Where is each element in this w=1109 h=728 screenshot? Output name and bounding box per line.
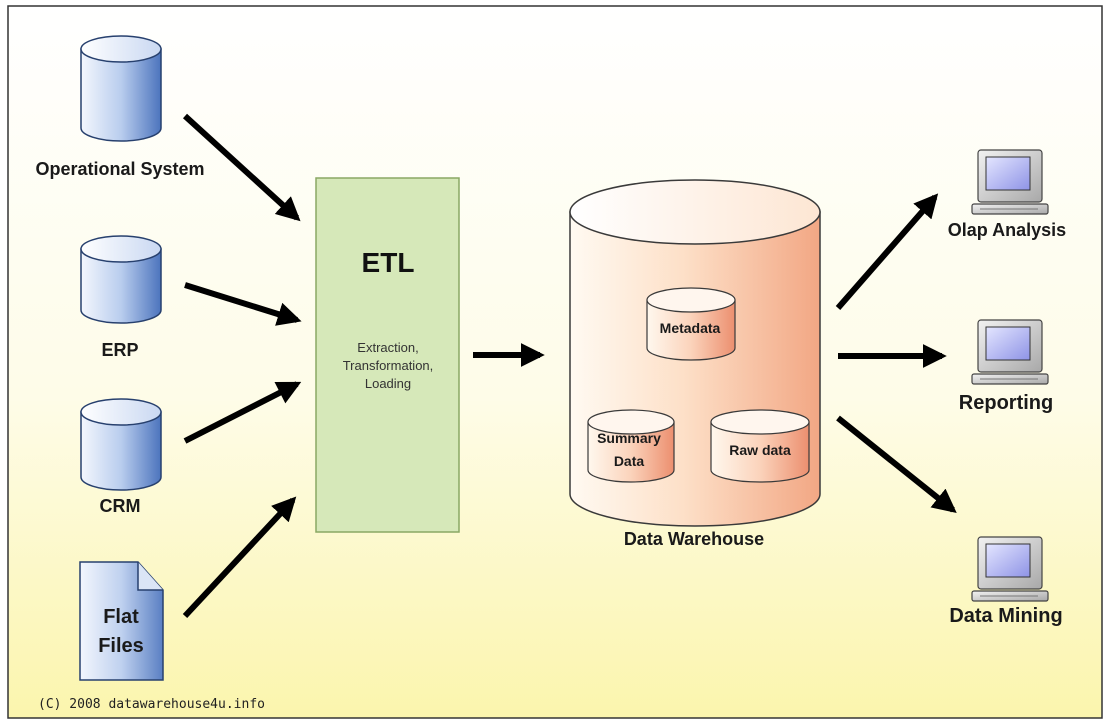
diagram-background xyxy=(7,5,1103,719)
summary-data-label-line1: Summary xyxy=(597,430,661,446)
flat-files-document-icon xyxy=(79,561,164,681)
crm-label: CRM xyxy=(100,496,141,516)
crm-database-icon xyxy=(80,398,162,491)
operational-system-label: Operational System xyxy=(35,159,204,179)
reporting-computer-icon xyxy=(971,319,1049,385)
summary-data-database-icon xyxy=(587,409,675,483)
reporting-label: Reporting xyxy=(959,392,1053,414)
metadata-label: Metadata xyxy=(660,320,721,336)
data-mining-label: Data Mining xyxy=(949,605,1062,627)
arrow-operational-to-etl xyxy=(182,113,301,222)
data-mining-computer-icon xyxy=(971,536,1049,602)
arrow-flatfiles-to-etl xyxy=(182,496,297,619)
arrow-crm-to-etl xyxy=(183,381,302,444)
etl-box xyxy=(315,177,460,533)
olap-computer-icon xyxy=(971,149,1049,215)
arrow-warehouse-to-olap xyxy=(835,193,939,310)
summary-data-label-line2: Data xyxy=(614,453,645,469)
etl-title: ETL xyxy=(362,247,415,278)
data-warehouse-label: Data Warehouse xyxy=(624,529,764,549)
etl-desc-line1: Extraction, xyxy=(357,340,418,355)
copyright-text: (C) 2008 datawarehouse4u.info xyxy=(38,697,265,712)
arrow-erp-to-etl xyxy=(184,282,302,326)
flat-files-label-line2: Files xyxy=(98,635,144,657)
flat-files-label-line1: Flat xyxy=(103,606,139,628)
etl-desc-line3: Loading xyxy=(365,376,411,391)
erp-label: ERP xyxy=(101,340,138,360)
operational-system-database-icon xyxy=(80,35,162,142)
raw-data-label: Raw data xyxy=(729,442,791,458)
olap-analysis-label: Olap Analysis xyxy=(948,220,1066,240)
metadata-database-icon xyxy=(646,287,736,361)
etl-desc-line2: Transformation, xyxy=(343,358,434,373)
arrow-warehouse-to-mining xyxy=(836,415,957,513)
raw-data-database-icon xyxy=(710,409,810,483)
erp-database-icon xyxy=(80,235,162,324)
